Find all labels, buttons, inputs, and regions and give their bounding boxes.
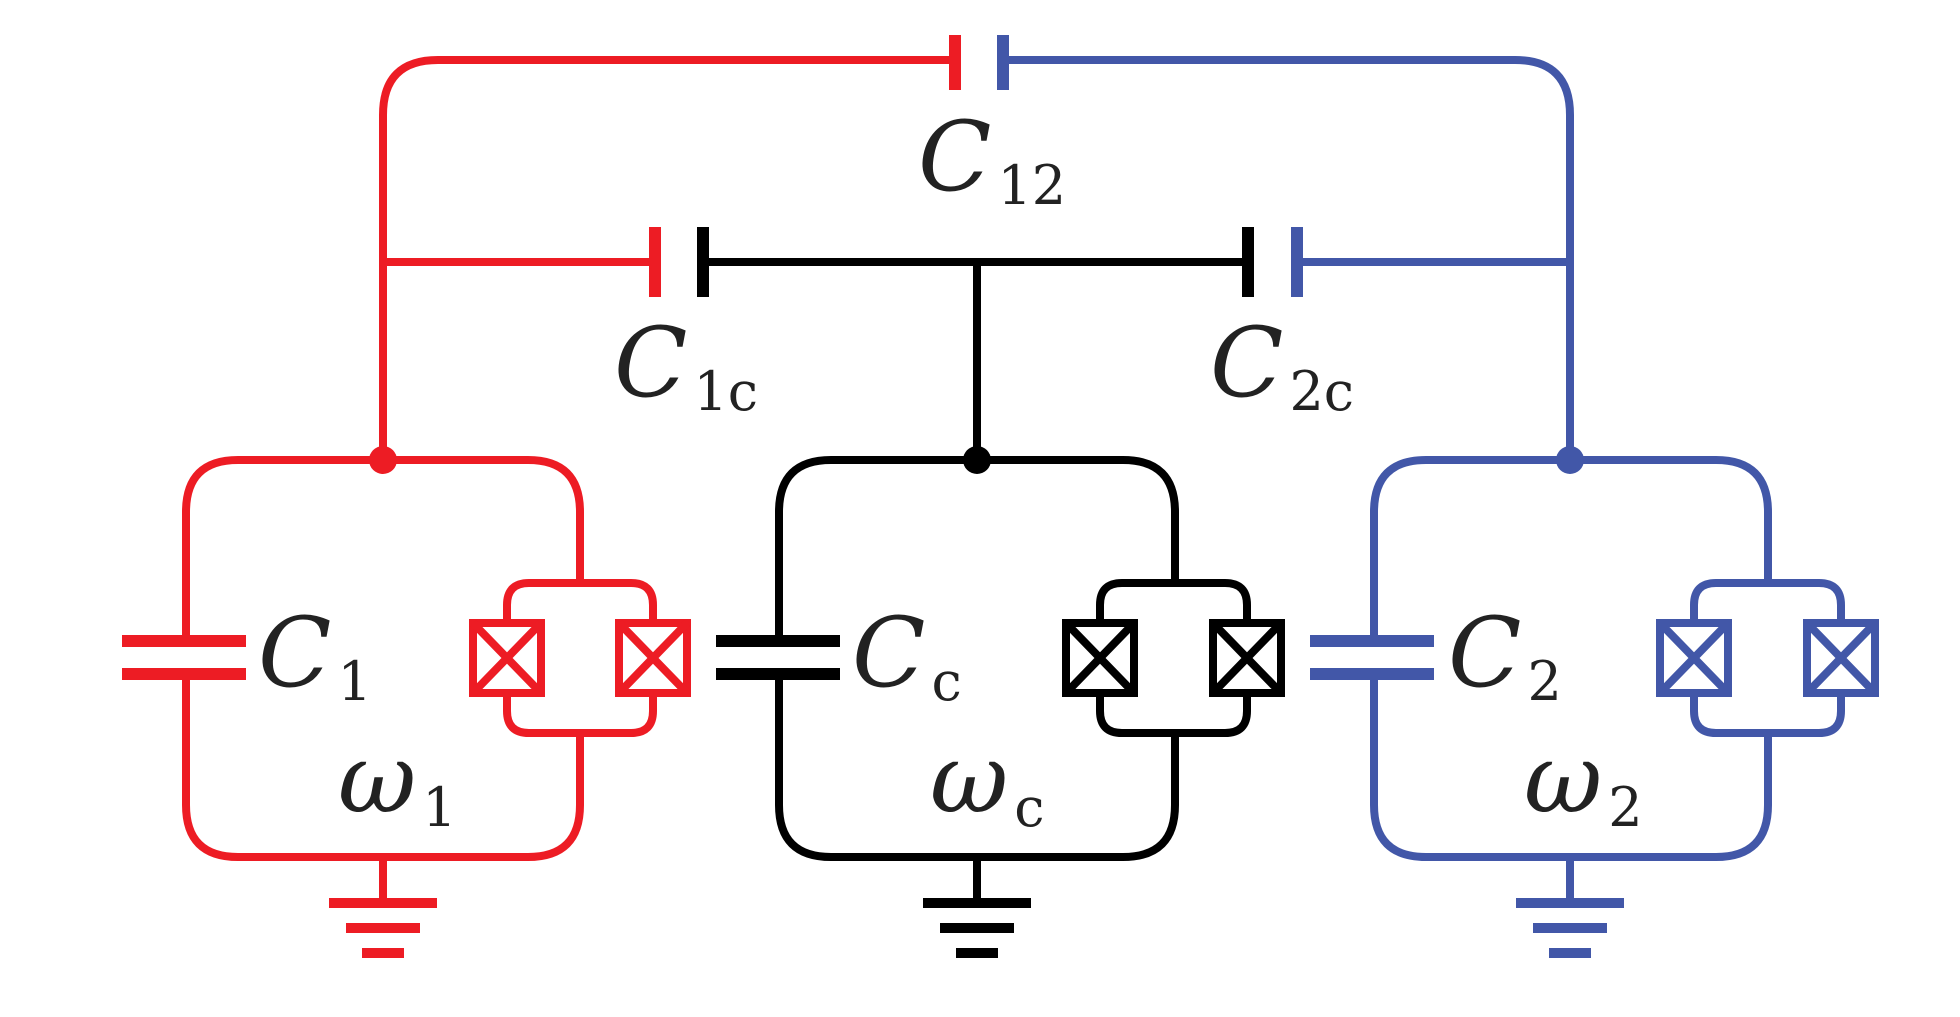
qubit2-squid-top — [1690, 579, 1845, 623]
c12-wire-right — [1003, 56, 1574, 455]
label-c1c-sub: 1c — [693, 360, 758, 423]
coupler-junction-right — [1209, 619, 1285, 697]
qubit2-squid-bottom — [1690, 693, 1845, 737]
c12-coupling — [379, 35, 1574, 455]
coupler-squid-bottom — [1096, 693, 1251, 737]
qubit1-junction-right — [615, 619, 691, 697]
qubit1-squid-top — [503, 579, 657, 623]
coupler-circuit — [716, 456, 1285, 958]
label-c12-main: C — [918, 101, 991, 213]
qubit1-squid-bottom — [503, 693, 657, 737]
label-wc-main: ω — [930, 723, 1008, 835]
label-w2-sub: 2 — [1608, 776, 1642, 839]
label-c2c-sub: 2c — [1289, 360, 1354, 423]
qubit1-node-dot — [369, 446, 397, 474]
qubit2-loop-left — [1370, 456, 1772, 640]
qubit2-node-dot — [1556, 446, 1584, 474]
qubit1-circuit — [122, 456, 691, 958]
label-cc-main: C — [852, 597, 925, 709]
coupler-node-dot — [963, 446, 991, 474]
qubit2-junction-left — [1656, 619, 1732, 697]
coupler-squid-top — [1096, 579, 1251, 623]
label-c1-main: C — [258, 597, 331, 709]
label-c2-sub: 2 — [1527, 650, 1561, 713]
c12-wire-left — [379, 56, 955, 455]
coupler-junction-left — [1062, 619, 1138, 697]
label-c2c-main: C — [1210, 307, 1283, 419]
label-w1-sub: 1 — [422, 776, 456, 839]
label-c1-sub: 1 — [337, 650, 371, 713]
qubit2-junction-right — [1803, 619, 1879, 697]
c2c-coupling — [1242, 227, 1570, 297]
qubit1-junction-left — [469, 619, 545, 697]
label-wc-sub: c — [1014, 776, 1044, 839]
label-c2-main: C — [1448, 597, 1521, 709]
qubit1-loop-left — [182, 456, 584, 640]
label-w2-main: ω — [1524, 723, 1602, 835]
label-w1-main: ω — [338, 723, 416, 835]
coupler-loop-left — [775, 456, 1179, 640]
qubit2-circuit — [1310, 456, 1879, 958]
c1c-coupling — [383, 227, 709, 297]
label-cc-sub: c — [931, 650, 961, 713]
label-c1c-main: C — [614, 307, 687, 419]
label-c12-sub: 12 — [997, 154, 1066, 217]
